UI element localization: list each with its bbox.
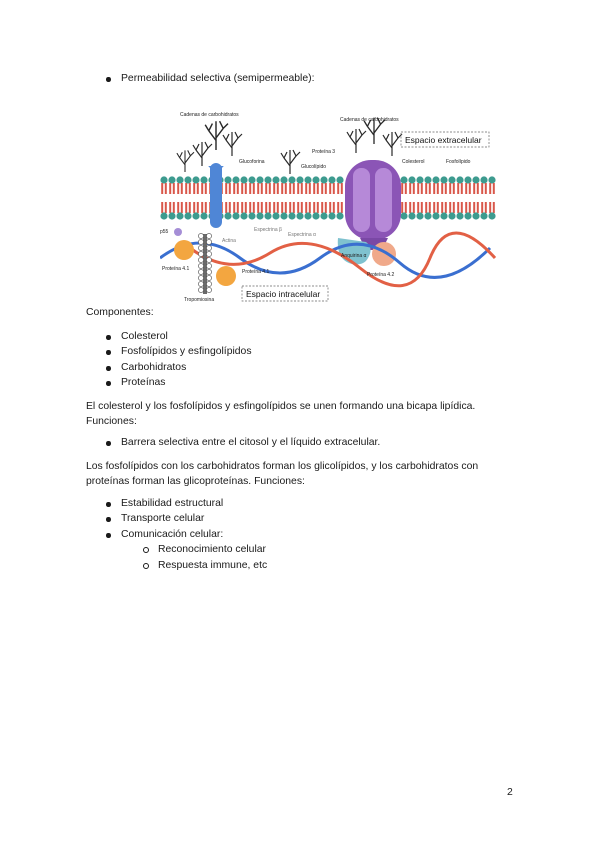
glucoforina-protein	[208, 163, 224, 228]
paragraph-bicapa-line1: El colesterol y los fosfolípidos y esfin…	[86, 401, 476, 412]
funcion-item: Comunicación celular:	[121, 529, 224, 540]
label-tropomiosina: Tropomiosina	[184, 297, 214, 303]
espectrina-alpha	[189, 231, 497, 288]
subfuncion-item: Reconocimiento celular	[158, 544, 267, 555]
label-espectrina-alpha: Espectrina α	[288, 232, 316, 238]
label-colesterol: Colesterol	[402, 159, 425, 165]
label-espacio-intracelular: Espacio intracelular	[246, 289, 320, 299]
cell-membrane-diagram: Cadenas de carbohidratos Cadenas de carb…	[160, 112, 497, 303]
label-cadenas-right: Cadenas de carbohidratos	[340, 117, 399, 123]
componente-item: Proteínas	[121, 377, 166, 388]
bullet	[106, 381, 111, 386]
label-proteina41-left: Proteína 4.1	[162, 266, 189, 272]
label-anquirina: Anquirina α	[341, 253, 367, 259]
bullet	[106, 441, 111, 446]
componente-item: Colesterol	[121, 331, 168, 342]
proteina42-protein	[372, 242, 396, 266]
paragraph-glico-line1: Los fosfolípidos con los carbohidratos f…	[86, 461, 479, 472]
funcion-item: Transporte celular	[121, 513, 205, 524]
label-proteina41-mid: Proteína 4.1	[242, 269, 269, 275]
bullet	[106, 366, 111, 371]
paragraph-glico-line2: proteínas forman las glicoproteínas. Fun…	[86, 476, 305, 487]
proteina41-left-shape	[174, 240, 194, 260]
componente-item: Fosfolípidos y esfingolípidos	[121, 346, 252, 357]
proteina3-protein	[345, 160, 401, 250]
componente-item: Carbohidratos	[121, 362, 187, 373]
label-fosfolipido: Fosfolípido	[446, 159, 471, 165]
label-actina: Actina	[222, 238, 236, 244]
funcion-item: Barrera selectiva entre el citosol y el …	[121, 437, 381, 448]
bullet	[106, 517, 111, 522]
bullet	[106, 533, 111, 538]
label-glucolipido: Glucolípido	[301, 164, 326, 170]
bullet	[106, 335, 111, 340]
label-glucoforina: Glucoforina	[239, 159, 265, 165]
anquirina-protein	[337, 238, 371, 265]
label-cadenas-left: Cadenas de carbohidratos	[180, 112, 239, 118]
sub-bullet	[143, 547, 149, 553]
label-espectrina-beta: Espectrina β	[254, 227, 282, 233]
proteina41-mid-shape	[216, 266, 236, 286]
paragraph-bicapa-line2: Funciones:	[86, 416, 137, 427]
label-proteina42: Proteína 4.2	[367, 272, 394, 278]
funcion-item: Estabilidad estructural	[121, 498, 224, 509]
espectrina-beta	[160, 241, 492, 279]
actina-filament	[198, 233, 212, 294]
label-espacio-extracelular: Espacio extracelular	[405, 135, 482, 145]
componentes-heading: Componentes:	[86, 307, 154, 318]
bullet	[106, 77, 111, 82]
page-number: 2	[507, 787, 513, 798]
label-proteina3: Proteína 3	[312, 149, 335, 155]
intro-bullet-text: Permeabilidad selectiva (semipermeable):	[121, 73, 315, 84]
sub-bullet	[143, 563, 149, 569]
bullet	[106, 350, 111, 355]
label-p55: p55	[160, 229, 169, 235]
subfuncion-item: Respuesta immune, etc	[158, 560, 268, 571]
bullet	[106, 502, 111, 507]
